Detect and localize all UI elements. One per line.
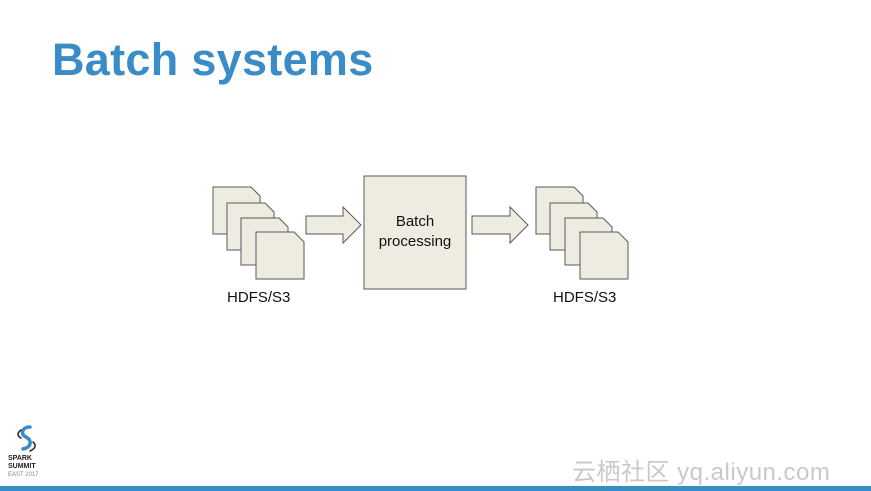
watermark: 云栖社区 yq.aliyun.com xyxy=(572,459,831,486)
batch-processing-label: Batch processing xyxy=(364,212,466,252)
arrow-to-processing xyxy=(305,205,362,245)
output-doc-4 xyxy=(579,231,629,280)
output-document-stack xyxy=(535,186,629,280)
logo-text-year: EAST 2017 xyxy=(8,472,39,478)
logo-text-summit: SUMMIT xyxy=(8,463,36,470)
source-doc-4 xyxy=(255,231,305,280)
sink-label: HDFS/S3 xyxy=(553,289,617,306)
batch-processing-label-line2: processing xyxy=(378,233,452,250)
source-label: HDFS/S3 xyxy=(227,289,291,306)
logo-text-spark: SPARK xyxy=(8,455,32,462)
bottom-accent-bar xyxy=(0,486,871,491)
source-document-stack xyxy=(212,186,305,280)
arrow-to-output xyxy=(471,205,529,245)
slide-title: Batch systems xyxy=(52,34,374,85)
spark-summit-logo-icon xyxy=(17,425,36,452)
batch-processing-box xyxy=(363,175,467,290)
batch-processing-label-line1: Batch xyxy=(395,213,435,230)
